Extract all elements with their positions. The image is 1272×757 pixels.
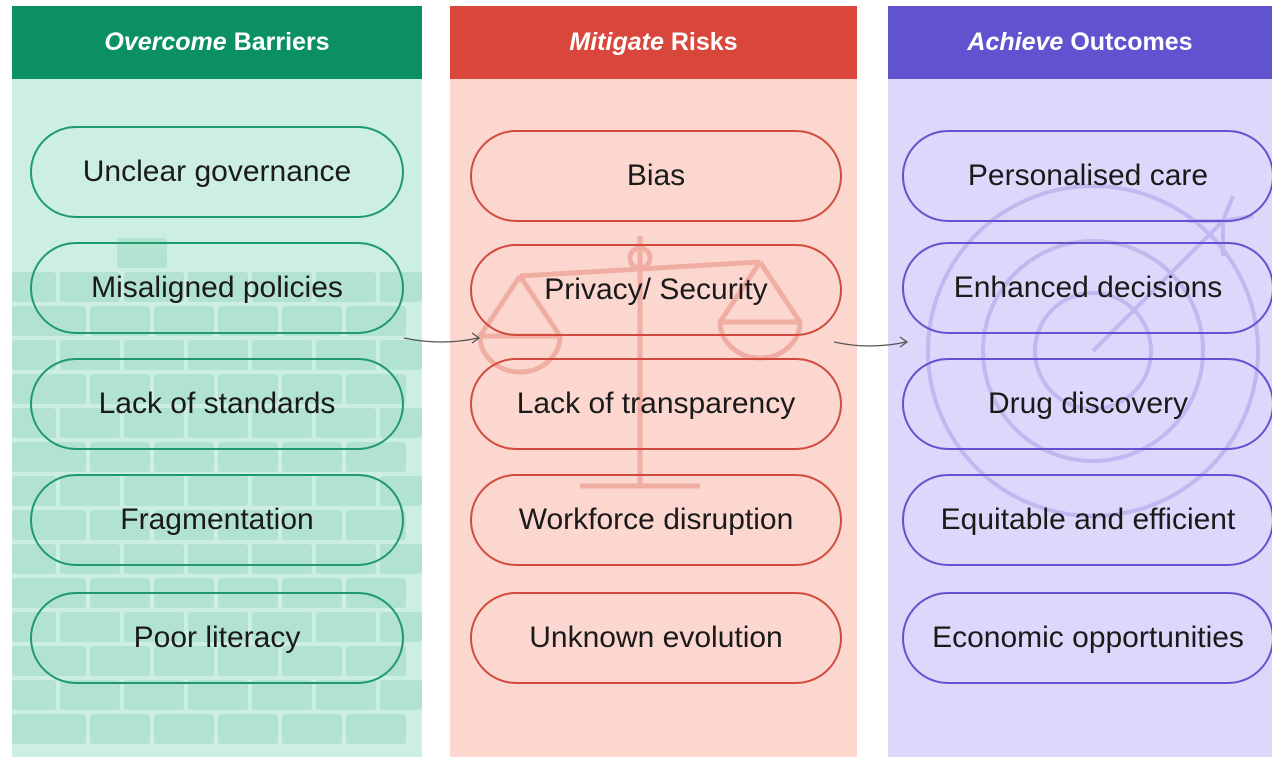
risks-header: Mitigate Risks: [450, 6, 857, 79]
risk-item: Unknown evolution: [470, 592, 842, 684]
outcomes-header: Achieve Outcomes: [888, 6, 1272, 79]
barriers-title-emphasis: Overcome: [104, 28, 227, 56]
risk-item: Privacy/ Security: [470, 244, 842, 336]
risks-title-emphasis: Mitigate: [569, 28, 664, 56]
outcome-item: Personalised care: [902, 130, 1272, 222]
risk-item: Workforce disruption: [470, 474, 842, 566]
barrier-item: Misaligned policies: [30, 242, 404, 334]
barriers-title: Barriers: [233, 28, 330, 56]
risk-item: Bias: [470, 130, 842, 222]
risk-item: Lack of transparency: [470, 358, 842, 450]
outcomes-title: Outcomes: [1070, 28, 1193, 56]
barrier-item: Fragmentation: [30, 474, 404, 566]
outcome-item: Economic opportunities: [902, 592, 1272, 684]
barrier-item: Poor literacy: [30, 592, 404, 684]
outcomes-title-emphasis: Achieve: [967, 28, 1064, 56]
risks-title: Risks: [670, 28, 738, 56]
barrier-item: Lack of standards: [30, 358, 404, 450]
outcome-item: Equitable and efficient: [902, 474, 1272, 566]
risks-column: Mitigate Risks Bias Privacy/ Security La…: [450, 6, 857, 757]
barrier-item: Unclear governance: [30, 126, 404, 218]
outcome-item: Drug discovery: [902, 358, 1272, 450]
barriers-column: Overcome Barriers Unclear governance Mis…: [12, 6, 422, 757]
barriers-header: Overcome Barriers: [12, 6, 422, 79]
outcomes-column: Achieve Outcomes Personalised care Enhan…: [888, 6, 1272, 757]
outcome-item: Enhanced decisions: [902, 242, 1272, 334]
